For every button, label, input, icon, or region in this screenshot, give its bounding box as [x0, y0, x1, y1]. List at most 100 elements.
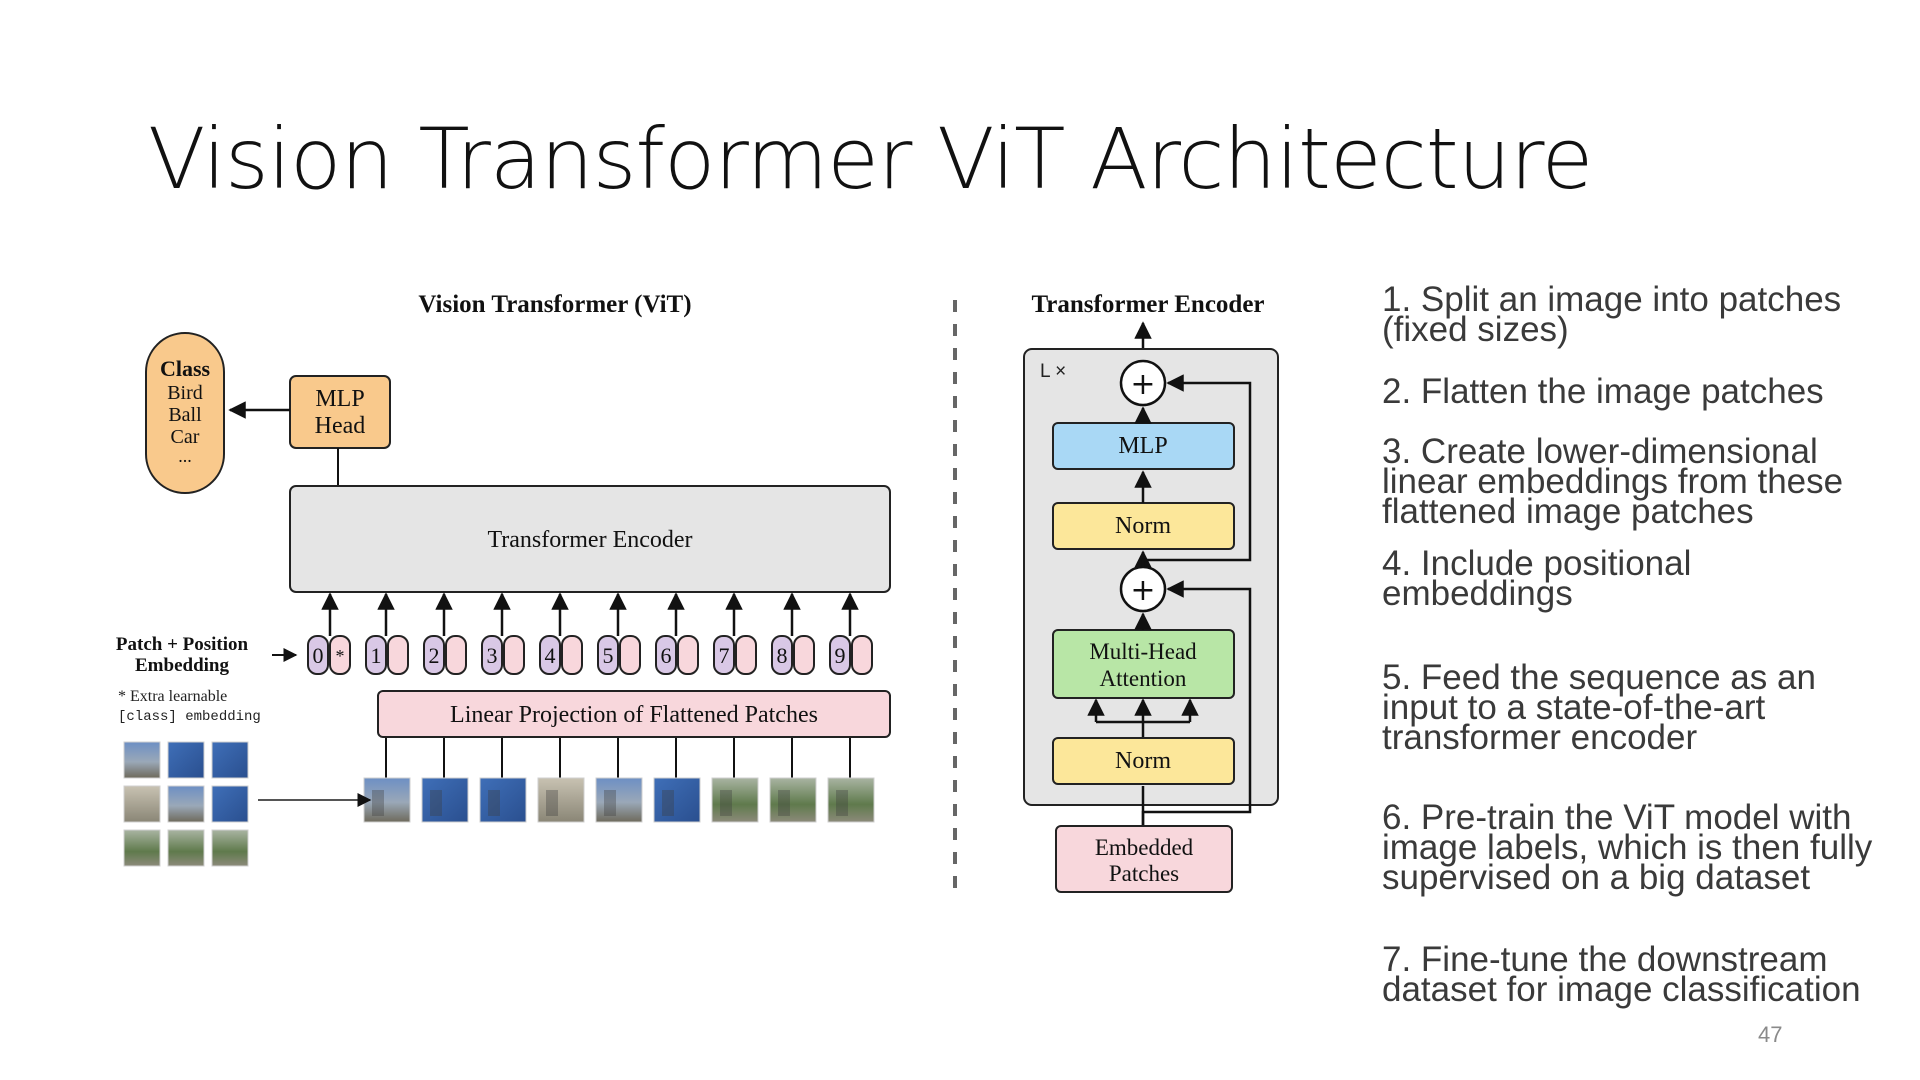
attention-label-line2: Attention	[1100, 666, 1187, 691]
position-token-label: 9	[835, 643, 846, 668]
image-patch-detail	[836, 790, 848, 816]
patch-position-label-line2: Embedding	[135, 655, 229, 676]
position-token-label: 7	[719, 643, 730, 668]
class-item-ellipsis: ...	[178, 446, 192, 466]
position-token-label: 3	[487, 643, 498, 668]
image-patch	[363, 777, 411, 823]
vit-diagram-title: Vision Transformer (ViT)	[418, 291, 691, 318]
position-token-label: 2	[429, 643, 440, 668]
image-patches	[363, 777, 875, 823]
step-6-line-3: supervised on a big dataset	[1382, 858, 1811, 897]
attention-label-line1: Multi-Head	[1089, 639, 1197, 664]
image-patch	[827, 777, 875, 823]
step-3-line-3: flattened image patches	[1382, 492, 1754, 531]
step-7-line-2: dataset for image classification	[1382, 970, 1861, 1009]
position-token	[481, 635, 503, 675]
residual-path-mlp	[1141, 374, 1252, 567]
step-7: 7. Fine-tune the downstream dataset for …	[1382, 942, 1912, 1009]
source-grid-patch	[123, 829, 161, 867]
source-grid-patch	[167, 785, 205, 823]
position-token-label: 0	[313, 643, 324, 668]
position-token	[829, 635, 851, 675]
embedded-patches-box	[1055, 825, 1233, 893]
transformer-encoder-label: Transformer Encoder	[487, 527, 692, 553]
position-token-label: 4	[545, 643, 556, 668]
transformer-encoder-box	[289, 485, 891, 593]
class-token-marker: *	[336, 646, 345, 666]
residual-add-top-symbol: +	[1130, 367, 1155, 402]
step-6-line-1: 6. Pre-train the ViT model with	[1382, 798, 1852, 837]
source-grid-patch	[123, 741, 161, 779]
step-5-line-1: 5. Feed the sequence as an	[1382, 658, 1816, 697]
image-patch	[595, 777, 643, 823]
position-token	[539, 635, 561, 675]
image-patch-detail	[604, 790, 616, 816]
class-item-car: Car	[171, 426, 200, 448]
step-4-line-1: 4. Include positional	[1382, 544, 1692, 583]
step-2-line-1: 2. Flatten the image patches	[1382, 372, 1824, 411]
source-grid-patch	[167, 829, 205, 867]
image-patch-detail	[662, 790, 674, 816]
position-token-label: 8	[777, 643, 788, 668]
step-5-line-2: input to a state-of-the-art	[1382, 688, 1766, 727]
class-token	[329, 635, 351, 675]
patch-token	[619, 635, 641, 675]
patch-token	[851, 635, 873, 675]
norm-block-top-label: Norm	[1115, 513, 1171, 539]
step-4: 4. Include positional embeddings	[1382, 544, 1912, 613]
norm-block-bottom-label: Norm	[1115, 748, 1171, 774]
source-image-grid	[123, 741, 249, 867]
position-token-label: 6	[661, 643, 672, 668]
step-1: 1. Split an image into patches (fixed si…	[1382, 280, 1912, 349]
source-grid-patch	[211, 741, 249, 779]
mlp-head-label-line2: Head	[315, 413, 366, 439]
image-patch	[769, 777, 817, 823]
mlp-head-label-line1: MLP	[315, 386, 364, 412]
linear-projection-box	[377, 690, 891, 738]
position-token	[713, 635, 735, 675]
patch-position-label-line1: Patch + Position	[116, 634, 249, 655]
step-6-line-2: image labels, which is then fully	[1382, 828, 1873, 867]
source-grid-patch	[167, 741, 205, 779]
source-grid-patch	[211, 829, 249, 867]
position-token	[423, 635, 445, 675]
step-4-line-2: embeddings	[1382, 574, 1573, 613]
patch-token	[387, 635, 409, 675]
step-3-line-2: linear embeddings from these	[1382, 462, 1844, 501]
image-patch	[421, 777, 469, 823]
source-grid-patch	[123, 785, 161, 823]
residual-add-middle-symbol: +	[1130, 573, 1155, 608]
step-2: 2. Flatten the image patches	[1382, 372, 1912, 411]
position-token	[771, 635, 793, 675]
patch-token	[793, 635, 815, 675]
encoder-diagram-title: Transformer Encoder	[1031, 291, 1264, 318]
class-output-box	[145, 332, 225, 494]
image-patch	[711, 777, 759, 823]
step-5-line-3: transformer encoder	[1382, 718, 1698, 757]
slide-title: Vision Transformer ViT Architecture	[148, 110, 1593, 208]
class-title: Class	[160, 356, 211, 381]
image-patch	[653, 777, 701, 823]
image-patch-detail	[778, 790, 790, 816]
mlp-block-label: MLP	[1118, 433, 1167, 459]
residual-add-top	[1119, 359, 1167, 407]
image-patch-detail	[430, 790, 442, 816]
position-token	[365, 635, 387, 675]
class-item-bird: Bird	[167, 382, 203, 404]
image-patch	[537, 777, 585, 823]
image-patch-detail	[546, 790, 558, 816]
patch-token	[503, 635, 525, 675]
extra-note-line1: * Extra learnable	[118, 688, 227, 705]
position-token	[307, 635, 329, 675]
patch-token	[445, 635, 467, 675]
norm-block-bottom	[1052, 737, 1235, 785]
step-5: 5. Feed the sequence as an input to a st…	[1382, 658, 1912, 757]
linear-projection-label: Linear Projection of Flattened Patches	[450, 702, 818, 728]
position-token	[655, 635, 677, 675]
position-token-label: 5	[603, 643, 614, 668]
page-number: 47	[1758, 1022, 1783, 1047]
position-token-label: 1	[371, 643, 382, 668]
patch-token	[561, 635, 583, 675]
step-1-line-2: (fixed sizes)	[1382, 310, 1569, 349]
step-1-line-1: 1. Split an image into patches	[1382, 280, 1842, 319]
